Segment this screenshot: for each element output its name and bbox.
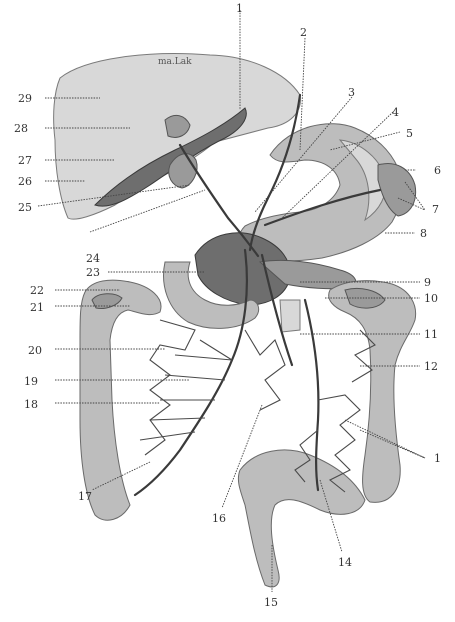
label-2: 2 xyxy=(300,26,307,39)
label-18: 18 xyxy=(24,398,38,411)
label-15: 15 xyxy=(264,596,278,609)
label-21: 21 xyxy=(30,301,44,314)
label-20: 20 xyxy=(28,344,42,357)
label-3: 3 xyxy=(348,86,355,99)
label-25: 25 xyxy=(18,201,32,214)
label-27: 27 xyxy=(18,154,32,167)
label-6: 6 xyxy=(434,164,441,177)
label-12: 12 xyxy=(424,360,438,373)
label-29: 29 xyxy=(18,92,32,105)
label-5: 5 xyxy=(406,127,413,140)
label-26: 26 xyxy=(18,175,32,188)
label-28: 28 xyxy=(14,122,28,135)
label-17: 17 xyxy=(78,490,92,503)
liver: ma.Lak xyxy=(54,54,301,220)
label-19: 19 xyxy=(24,375,38,388)
label-4: 4 xyxy=(392,106,399,119)
label-11: 11 xyxy=(424,328,438,341)
label-10: 10 xyxy=(424,292,438,305)
label-7: 7 xyxy=(432,203,439,216)
label-22: 22 xyxy=(30,284,44,297)
label-1-bottom: 1 xyxy=(434,452,441,465)
label-9: 9 xyxy=(424,276,431,289)
label-16: 16 xyxy=(212,512,226,525)
descending-colon xyxy=(329,281,416,503)
label-24: 24 xyxy=(86,252,100,265)
label-1-top: 1 xyxy=(236,2,243,15)
label-14: 14 xyxy=(338,556,352,569)
liver-label-text: ma.Lak xyxy=(158,57,192,67)
leader-1c xyxy=(395,445,425,458)
label-8: 8 xyxy=(420,227,427,240)
label-23: 23 xyxy=(86,266,100,279)
